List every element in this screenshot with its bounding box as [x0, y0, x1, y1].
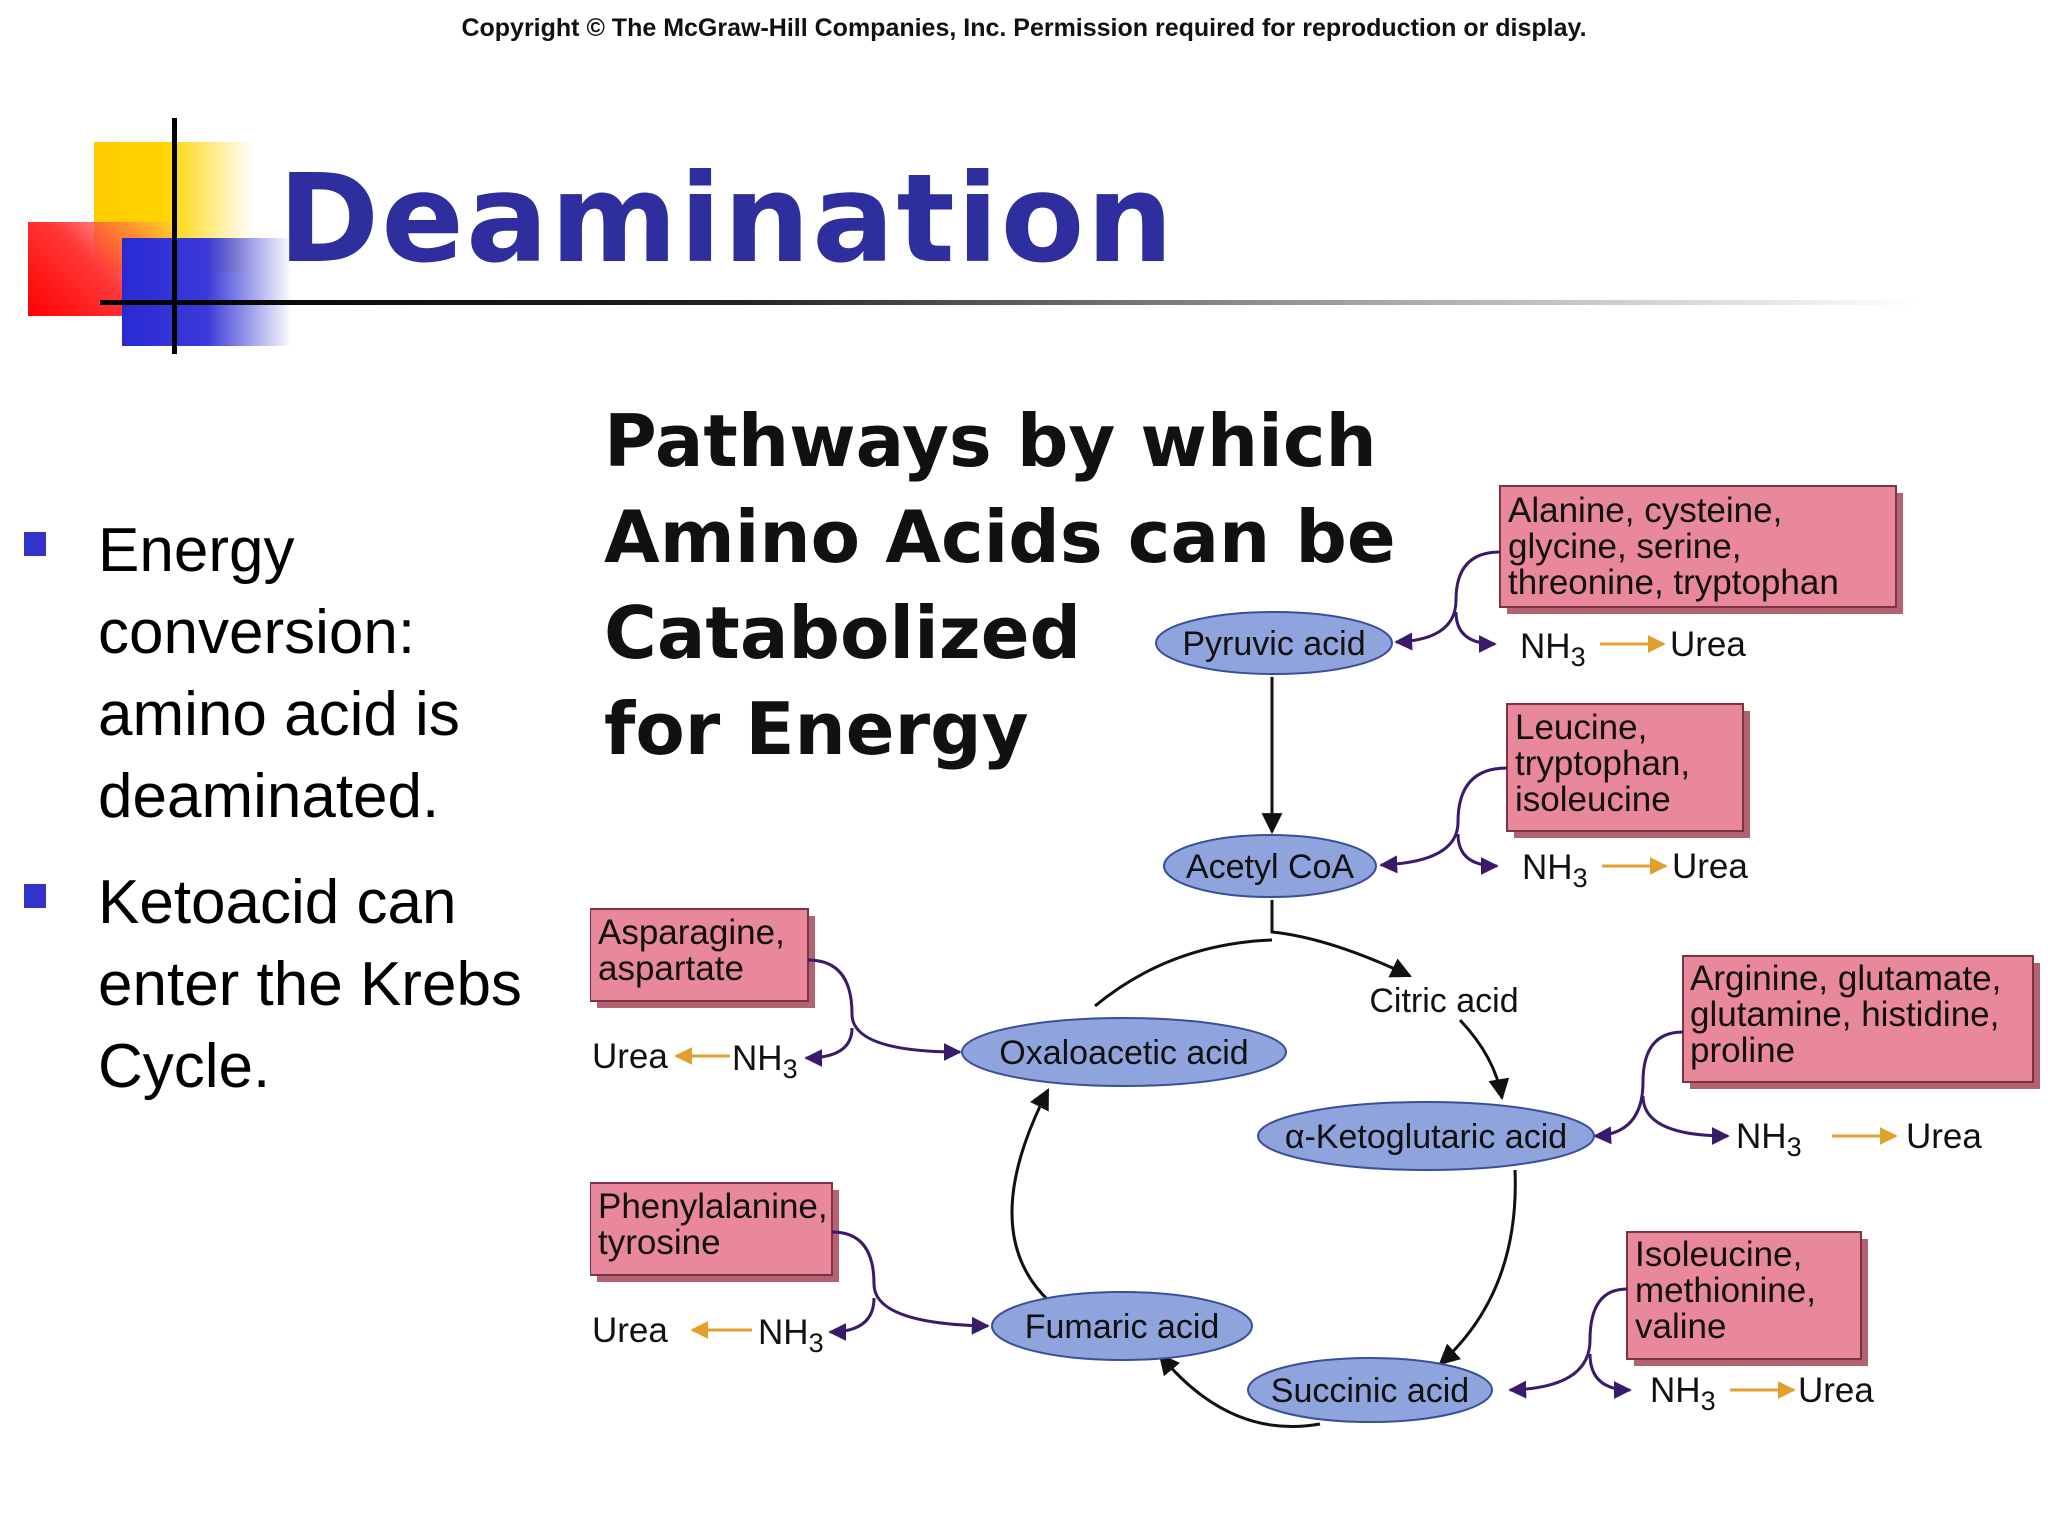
amino-acid-catabolism-diagram: Pathways by which Amino Acids can be Cat… [590, 399, 2040, 1429]
nh3-urea-pair: NH3 Urea [1522, 847, 1748, 893]
branch-to-nh3 [804, 1027, 854, 1067]
box-line: threonine, tryptophan [1508, 563, 1839, 602]
decor-blue-square [122, 238, 292, 346]
title-underline [100, 300, 1920, 305]
cycle-arc-fumaric [1010, 1088, 1052, 1304]
heading-line: for Energy [604, 687, 1029, 771]
nh3-label: NH3 [732, 1039, 798, 1084]
urea-label: Urea [592, 1037, 668, 1076]
branch-to-fumaric [831, 1230, 990, 1335]
box-line: isoleucine [1515, 780, 1671, 819]
nh3-label: NH3 [1736, 1117, 1802, 1162]
box-line: proline [1690, 1031, 1795, 1070]
box-line: Arginine, glutamate, [1690, 959, 2001, 998]
bullet-list: Energy conversion: amino acid is deamina… [24, 510, 584, 1132]
urea-label: Urea [1672, 847, 1748, 886]
branch-to-ketoglutaric [1593, 1030, 1684, 1145]
branch-to-nh3 [1588, 1353, 1632, 1399]
svg-text:Fumaric acid: Fumaric acid [1025, 1308, 1220, 1346]
box-line: tryptophan, [1515, 744, 1690, 783]
branch-to-acetyl [1379, 766, 1508, 874]
amino-acid-box: Arginine, glutamate, glutamine, histidin… [1682, 955, 2040, 1089]
heading-line: Amino Acids can be [604, 495, 1396, 579]
svg-text:Acetyl CoA: Acetyl CoA [1186, 848, 1354, 886]
branch-to-nh3 [1456, 833, 1499, 875]
box-line: aspartate [598, 949, 744, 988]
heading-line: Pathways by which [604, 399, 1377, 483]
diagram-heading: Pathways by which Amino Acids can be Cat… [604, 399, 1396, 771]
svg-text:α-Ketoglutaric acid: α-Ketoglutaric acid [1285, 1118, 1567, 1156]
amino-acid-box: Phenylalanine, tyrosine [590, 1182, 839, 1282]
bullet-text: Ketoacid can enter the Krebs Cycle. [98, 868, 522, 1101]
cycle-arc-citric [1458, 1018, 1510, 1101]
node-fumaric-acid: Fumaric acid [991, 1291, 1253, 1361]
nh3-urea-pair: Urea NH3 [592, 1311, 824, 1358]
branch-to-pyruvic [1394, 550, 1501, 651]
node-oxaloacetic-acid: Oxaloacetic acid [961, 1017, 1287, 1087]
amino-acid-box: Alanine, cysteine, glycine, serine, thre… [1499, 485, 1903, 614]
branch-to-nh3 [1454, 611, 1497, 653]
nh3-urea-pair: NH3 Urea [1736, 1117, 1982, 1162]
branch-to-succinic [1508, 1287, 1628, 1399]
bullet-item: Energy conversion: amino acid is deamina… [24, 510, 584, 838]
bullet-item: Ketoacid can enter the Krebs Cycle. [24, 862, 584, 1108]
nh3-label: NH3 [758, 1313, 824, 1358]
svg-text:Succinic acid: Succinic acid [1271, 1372, 1469, 1410]
cycle-arc-oxaloacetic [1094, 938, 1273, 1008]
cycle-arc-succinic [1158, 1353, 1321, 1429]
box-line: Phenylalanine, [598, 1187, 828, 1226]
acetyl-to-citric-arrow [1270, 900, 1412, 978]
nh3-label: NH3 [1522, 848, 1588, 893]
box-line: valine [1635, 1307, 1726, 1346]
box-line: methionine, [1635, 1271, 1816, 1310]
amino-acid-box: Leucine, tryptophan, isoleucine [1506, 703, 1750, 838]
amino-acid-box: Asparagine, aspartate [590, 908, 815, 1008]
nh3-urea-pair: Urea NH3 [592, 1037, 798, 1084]
box-line: Alanine, cysteine, [1508, 491, 1782, 530]
branch-to-nh3 [1641, 1095, 1730, 1145]
svg-text:Pyruvic acid: Pyruvic acid [1182, 625, 1365, 663]
cycle-arc-ketoglutaric [1438, 1169, 1517, 1366]
urea-label: Urea [1798, 1371, 1874, 1410]
label-citric-acid: Citric acid [1369, 982, 1518, 1020]
box-line: glutamine, histidine, [1690, 995, 1999, 1034]
nh3-urea-pair: NH3 Urea [1650, 1371, 1874, 1416]
bullet-text: Energy conversion: amino acid is deamina… [98, 516, 460, 831]
slide-title: Deamination [278, 148, 1176, 290]
branch-to-nh3 [828, 1297, 876, 1341]
node-ketoglutaric-acid: α-Ketoglutaric acid [1257, 1101, 1595, 1171]
node-pyruvic-acid: Pyruvic acid [1155, 611, 1393, 675]
nh3-label: NH3 [1650, 1371, 1716, 1416]
branch-to-oxaloacetic [807, 958, 962, 1061]
urea-label: Urea [1670, 625, 1746, 664]
box-line: glycine, serine, [1508, 527, 1741, 566]
box-line: tyrosine [598, 1223, 721, 1262]
copyright-notice: Copyright © The McGraw-Hill Companies, I… [461, 14, 1587, 42]
heading-line: Catabolized [604, 591, 1081, 675]
box-line: Leucine, [1515, 708, 1647, 747]
nh3-urea-pair: NH3 Urea [1520, 625, 1746, 672]
svg-text:Oxaloacetic acid: Oxaloacetic acid [999, 1034, 1248, 1072]
bullet-square-icon [24, 884, 46, 908]
nh3-label: NH3 [1520, 627, 1586, 672]
node-succinic-acid: Succinic acid [1247, 1357, 1493, 1423]
urea-label: Urea [592, 1311, 668, 1350]
box-line: Isoleucine, [1635, 1235, 1802, 1274]
urea-label: Urea [1906, 1117, 1982, 1156]
decor-vertical-line [172, 118, 177, 354]
box-line: Asparagine, [598, 913, 785, 952]
node-acetyl-coa: Acetyl CoA [1163, 834, 1377, 898]
bullet-square-icon [24, 532, 46, 556]
amino-acid-box: Isoleucine, methionine, valine [1626, 1231, 1868, 1366]
